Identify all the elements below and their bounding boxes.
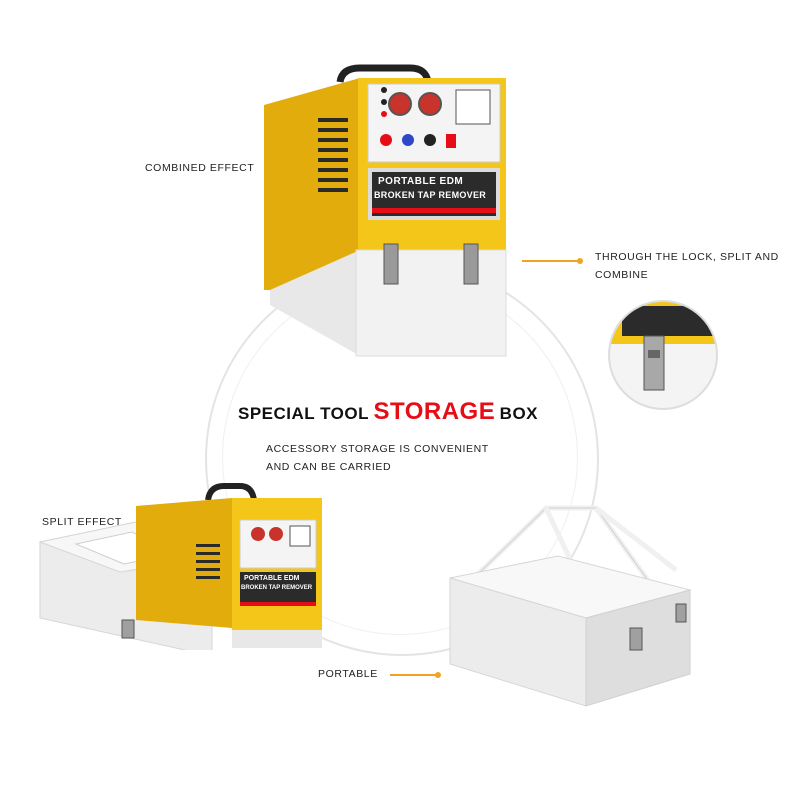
label-lock-line1: THROUGH THE LOCK, SPLIT AND [595,251,779,263]
portable-box-image [449,505,692,707]
headline: SPECIAL TOOL STORAGE BOX [238,398,538,426]
split-panel-text-line1: PORTABLE EDM [244,575,300,582]
split-panel-text-line2: BROKEN TAP REMOVER [241,585,313,591]
subtext-line2: AND CAN BE CARRIED [266,461,392,473]
label-split-effect: SPLIT EFFECT [42,516,122,528]
split-machine-image [38,483,322,650]
lock-pointer-line [522,258,583,264]
label-portable: PORTABLE [318,668,378,680]
headline-part3: BOX [499,404,539,423]
machine-panel-text-line1: PORTABLE EDM [378,176,464,187]
lock-closeup-image [608,300,718,410]
machine-panel-text-line2: BROKEN TAP REMOVER [374,190,487,200]
subtext-line1: ACCESSORY STORAGE IS CONVENIENT [266,443,489,455]
combined-machine-image [264,64,507,357]
portable-pointer-line [390,672,441,678]
label-combined-effect: COMBINED EFFECT [145,162,255,174]
headline-part1: SPECIAL TOOL [238,404,370,423]
label-lock-line2: COMBINE [595,269,649,281]
headline-storage: STORAGE [373,398,496,425]
